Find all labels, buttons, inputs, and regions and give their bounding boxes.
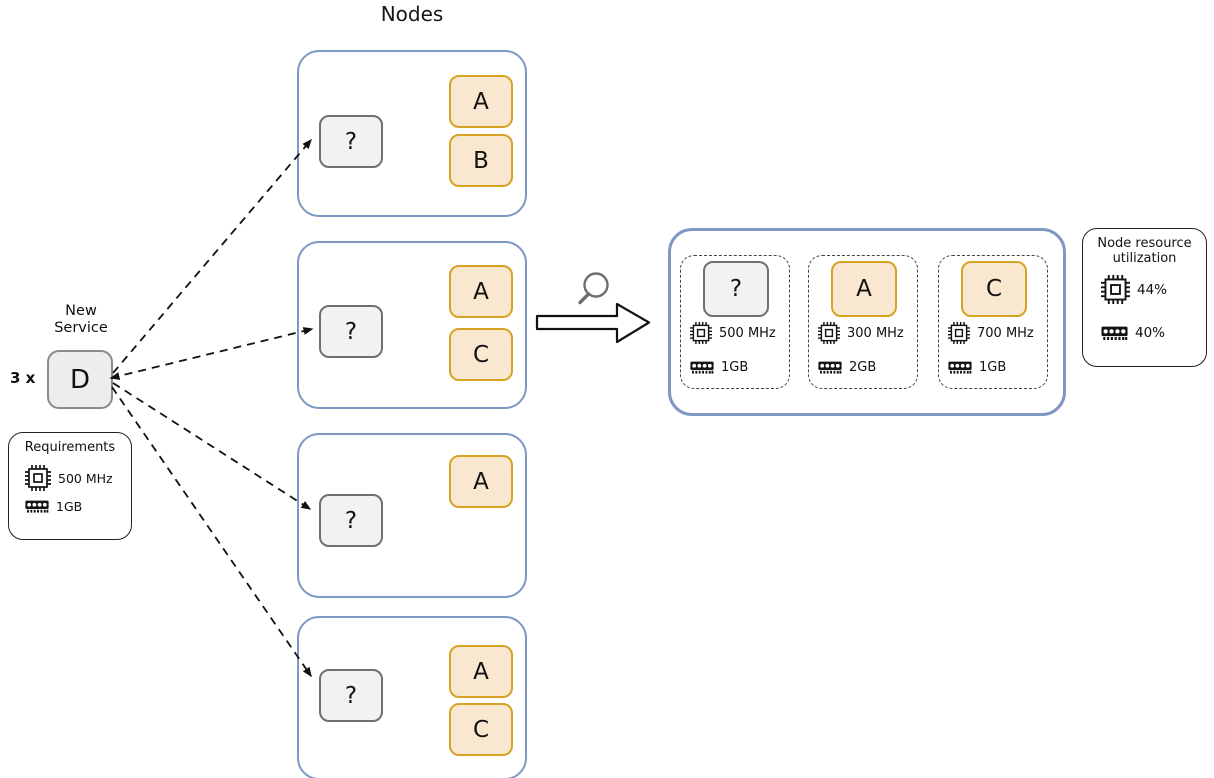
pod-ram-value: 1GB	[979, 360, 1007, 375]
zoomed-service-c-box: C	[961, 261, 1027, 317]
ram-icon	[818, 361, 842, 374]
new-service-label-line2: Service	[54, 320, 108, 336]
cpu-icon	[948, 322, 970, 344]
zoomed-placeholder-box: ?	[703, 261, 769, 317]
pod-cpu-row: 500 MHz	[690, 322, 776, 344]
utilization-box: Node resource utilization 44%	[1082, 228, 1207, 367]
arrow-d-to-node-3	[112, 382, 312, 510]
zoomed-node: ? 500 MHz 1GB	[668, 228, 1066, 416]
new-service-label-line1: New	[65, 303, 97, 319]
node-1-service-a: A	[449, 75, 513, 128]
pod-cpu-row: 700 MHz	[948, 322, 1034, 344]
magnifier-icon	[578, 272, 609, 305]
zoom-arrow	[535, 302, 651, 344]
ram-icon	[25, 500, 49, 513]
node-1-service-b: B	[449, 134, 513, 187]
node-1: ? A B	[297, 50, 527, 217]
requirements-box: Requirements 500 MHz 1GB	[8, 432, 132, 540]
new-service-label: New Service	[31, 303, 131, 337]
node-4-service-a: A	[449, 645, 513, 698]
node-1-placeholder-box: ?	[319, 115, 383, 168]
node-3: ? A	[297, 433, 527, 598]
utilization-cpu-row: 44%	[1101, 275, 1167, 304]
arrow-d-to-node-2	[109, 327, 314, 380]
utilization-title-line1: Node resource	[1097, 236, 1192, 251]
requirements-cpu-value: 500 MHz	[58, 470, 113, 486]
utilization-title-line2: utilization	[1112, 251, 1177, 266]
node-2-service-c: C	[449, 328, 513, 381]
cpu-icon	[25, 465, 51, 491]
node-4-placeholder-box: ?	[319, 669, 383, 722]
requirements-ram-row: 1GB	[25, 499, 82, 514]
pod-cpu-value: 700 MHz	[977, 325, 1034, 341]
page-title: Nodes	[380, 2, 444, 26]
pod-ram-row: 2GB	[818, 360, 876, 375]
pod-ram-row: 1GB	[690, 360, 748, 375]
utilization-ram-row: 40%	[1101, 325, 1165, 341]
cpu-icon	[1101, 275, 1130, 304]
node-4: ? A C	[297, 616, 527, 778]
node-3-service-a: A	[449, 455, 513, 508]
pod-ram-row: 1GB	[948, 360, 1006, 375]
node-2-placeholder-box: ?	[319, 305, 383, 358]
utilization-title: Node resource utilization	[1083, 236, 1206, 266]
pod-cpu-value: 500 MHz	[719, 325, 776, 341]
pod-ram-value: 1GB	[721, 360, 749, 375]
cpu-icon	[818, 322, 840, 344]
arrow-d-to-node-4	[111, 386, 312, 678]
zoomed-pod-a: A 300 MHz 2GB	[808, 255, 918, 389]
new-service-box: D	[47, 350, 113, 409]
node-2-service-a: A	[449, 265, 513, 318]
arrow-d-to-node-1	[112, 138, 312, 374]
ram-icon	[690, 361, 714, 374]
cpu-icon	[690, 322, 712, 344]
pod-ram-value: 2GB	[849, 360, 877, 375]
requirements-title: Requirements	[24, 440, 116, 455]
utilization-cpu-value: 44%	[1137, 281, 1168, 298]
requirements-ram-value: 1GB	[56, 499, 83, 514]
ram-icon	[1101, 326, 1128, 341]
zoomed-service-a-box: A	[831, 261, 897, 317]
ram-icon	[948, 361, 972, 374]
zoomed-pod-placeholder: ? 500 MHz 1GB	[680, 255, 790, 389]
zoomed-pod-c: C 700 MHz 1GB	[938, 255, 1048, 389]
node-2: ? A C	[297, 241, 527, 409]
replica-multiplier: 3 x	[10, 369, 36, 387]
pod-cpu-value: 300 MHz	[847, 325, 904, 341]
utilization-ram-value: 40%	[1135, 325, 1166, 341]
pod-cpu-row: 300 MHz	[818, 322, 904, 344]
node-4-service-c: C	[449, 703, 513, 756]
node-3-placeholder-box: ?	[319, 494, 383, 547]
requirements-cpu-row: 500 MHz	[25, 465, 113, 491]
